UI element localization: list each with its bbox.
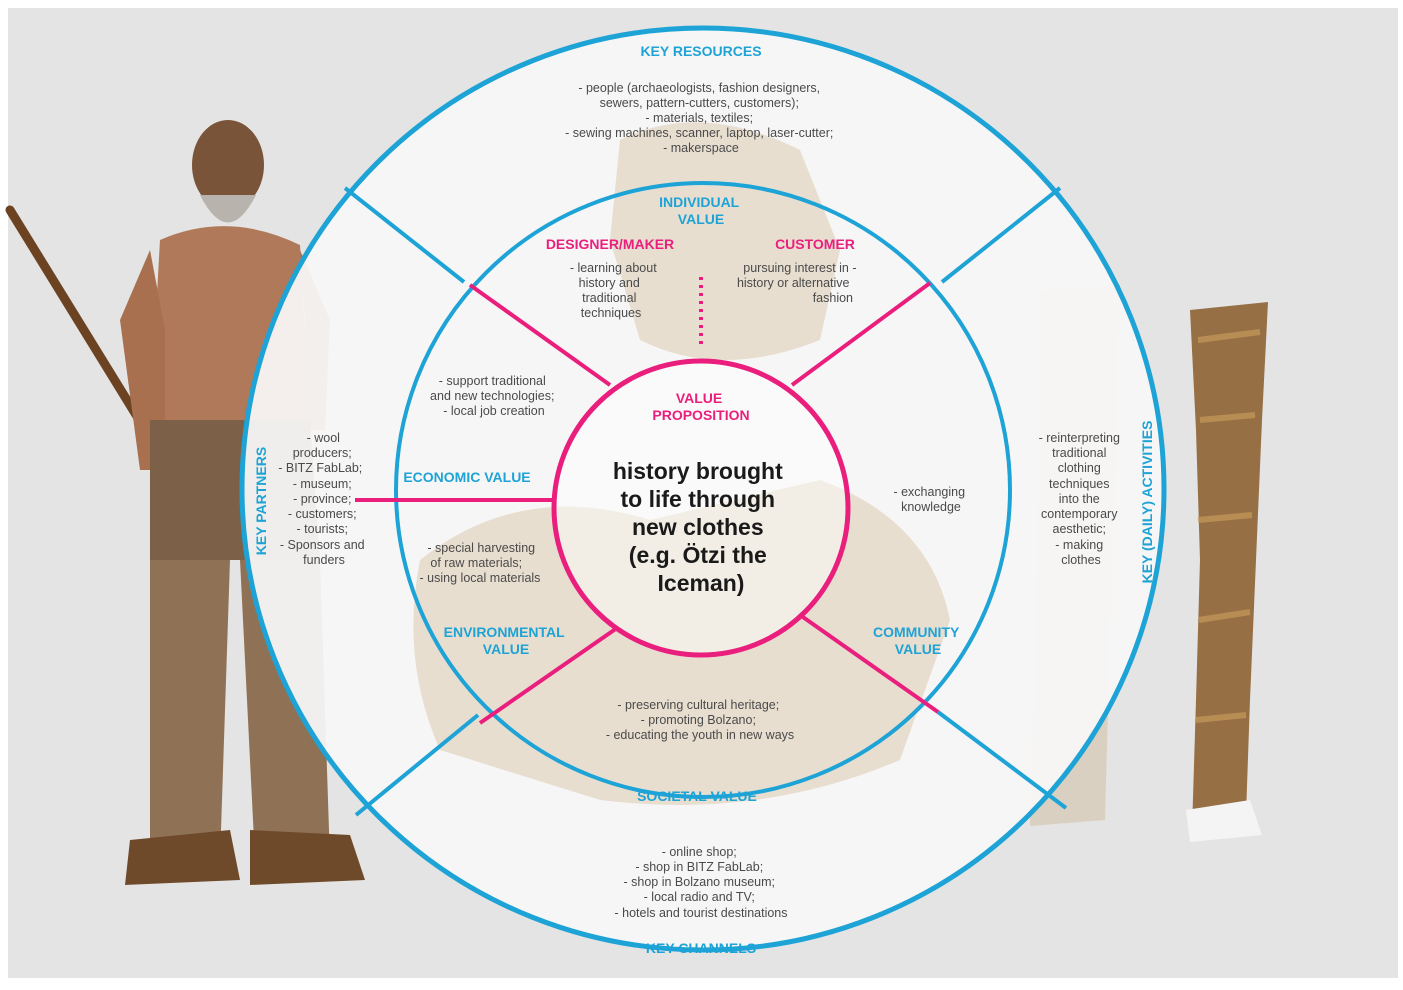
environmental-value-line: - special harvesting [427,541,535,555]
designer-maker-line: history and [579,276,640,290]
community-value-line: knowledge [901,500,961,514]
key-resources-title: KEY RESOURCES [640,43,761,59]
societal-value-line: - promoting Bolzano; [641,713,756,727]
environmental-value-line: - using local materials [420,571,541,585]
customer-title: CUSTOMER [775,236,855,252]
svg-text:- learning about history a: - learning about history and traditional… [570,261,660,320]
svg-text:- wool producers; - BI: - wool producers; - BITZ FabLab; - museu… [278,431,368,567]
svg-text:VALUE PROPOSITION: VALUE PROPOSITION [652,390,749,423]
divider-top-right [940,186,1062,284]
individual-value-title: VALUE [678,211,724,227]
community-value-title: VALUE [895,641,941,657]
key-resources-line: - makerspace [663,141,739,155]
community-value-line: - exchanging [893,485,965,499]
environmental-value-title: VALUE [483,641,529,657]
svg-text:- preserving cultural heritage: - preserving cultural heritage; - promot… [606,698,794,742]
value-proposition-title: PROPOSITION [652,407,749,423]
svg-text:pursuing interest in - his: pursuing interest in - history or altern… [737,261,860,305]
key-activities-line: into the [1059,492,1100,506]
key-partners-line: - BITZ FabLab; [278,461,362,475]
key-channels-line: - shop in Bolzano museum; [624,875,775,889]
middle-circle [394,181,1012,799]
svg-text:- special harvesting of ra: - special harvesting of raw materials; -… [420,541,541,585]
svg-text:ENVIRONMENTAL VALUE: ENVIRONMENTAL VALUE [444,624,569,657]
key-partners-line: - Sponsors and [280,538,365,552]
inner-circle [551,358,851,658]
community-value-title: COMMUNITY [873,624,960,640]
key-activities-line: contemporary [1041,507,1118,521]
key-activities-line: clothes [1061,553,1101,567]
svg-text:- reinterpreting tradition: - reinterpreting traditional clothing te… [1039,431,1124,567]
key-activities-line: traditional [1052,446,1106,460]
svg-text:- exchanging knowledge: - exchanging knowledge [893,485,968,514]
key-channels-title: KEY CHANNELS [646,940,756,956]
svg-text:- people (archaeologists, fash: - people (archaeologists, fashion design… [565,81,837,155]
societal-value-line: - preserving cultural heritage; [617,698,779,712]
outer-circle [239,25,1167,953]
economic-value-line: and new technologies; [430,389,554,403]
key-activities-line: - making [1055,538,1103,552]
key-partners-line: producers; [293,446,352,460]
key-partners-line: - tourists; [297,522,348,536]
key-resources-line: sewers, pattern-cutters, customers); [600,96,799,110]
environmental-value-title: ENVIRONMENTAL [444,624,566,640]
customer-line: history or alternative [737,276,850,290]
key-channels-line: - shop in BITZ FabLab; [635,860,763,874]
center-statement-line: new clothes [632,514,764,540]
key-activities-line: - reinterpreting [1039,431,1120,445]
economic-value-line: - local job creation [443,404,544,418]
center-statement-line: to life through [621,486,776,512]
key-partners-line: - museum; [293,477,352,491]
key-resources-line: - sewing machines, scanner, laptop, lase… [565,126,833,140]
economic-value-title: ECONOMIC VALUE [403,469,530,485]
societal-value-line: - educating the youth in new ways [606,728,794,742]
key-channels-line: - hotels and tourist destinations [614,906,787,920]
individual-value-title: INDIVIDUAL [659,194,740,210]
key-channels-line: - local radio and TV; [644,890,755,904]
key-activities-line: clothing [1058,461,1101,475]
designer-maker-line: traditional [582,291,636,305]
svg-text:- support traditional and: - support traditional and new technologi… [430,374,558,418]
customer-line: fashion [813,291,853,305]
key-partners-line: - province; [293,492,351,506]
value-proposition-title: VALUE [676,390,722,406]
spoke-lower-left [478,626,619,725]
svg-text:- online shop; - shop in B: - online shop; - shop in BITZ FabLab; - … [614,845,787,920]
key-activities-line: techniques [1049,477,1109,491]
garment-artifacts [413,122,950,805]
center-statement-line: history brought [613,458,783,484]
key-activities-line: aesthetic; [1053,522,1107,536]
spoke-upper-right [790,281,932,387]
customer-line: pursuing interest in - [743,261,856,275]
divider-bottom-right [936,710,1068,810]
key-channels-line: - online shop; [662,845,737,859]
designer-maker-title: DESIGNER/MAKER [546,236,674,252]
key-resources-line: - people (archaeologists, fashion design… [578,81,820,95]
key-partners-line: - customers; [288,507,357,521]
economic-value-line: - support traditional [439,374,546,388]
divider-bottom-left [354,713,480,817]
environmental-value-line: of raw materials; [430,556,522,570]
center-statement-line: (e.g. Ötzi the [629,542,767,568]
key-partners-line: funders [303,553,345,567]
designer-maker-line: techniques [581,306,641,320]
key-activities-title: KEY (DAILY) ACTIVITIES [1139,421,1155,584]
spoke-lower-right [798,613,940,714]
key-partners-title: KEY PARTNERS [253,447,269,555]
svg-text:history brought to life th: history brought to life through new clot… [613,458,789,596]
center-statement-line: Iceman) [658,570,745,596]
designer-maker-line: - learning about [570,261,657,275]
societal-value-title: SOCIETAL VALUE [637,788,757,804]
svg-text:COMMUNITY VALUE: COMMUNITY VALUE [873,624,963,657]
divider-top-left [343,186,466,284]
svg-text:INDIVIDUAL VALUE: INDIVIDUAL VALUE [659,194,743,227]
key-partners-line: - wool [307,431,340,445]
spoke-upper-left [468,283,612,387]
key-resources-line: - materials, textiles; [645,111,753,125]
